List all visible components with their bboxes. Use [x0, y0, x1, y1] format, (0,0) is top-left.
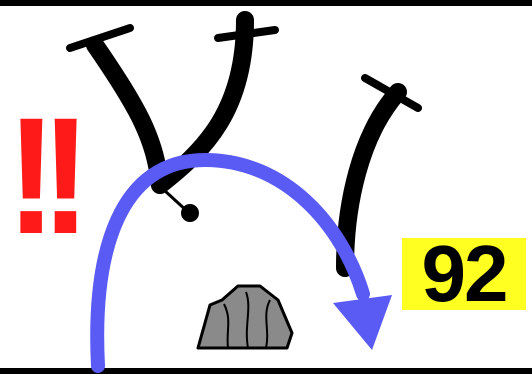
branching-path-icon — [66, 11, 422, 277]
middle-branch-crossbar — [214, 26, 279, 42]
left-branch-crossbar — [66, 24, 134, 52]
left-branch — [86, 36, 169, 194]
rock-icon — [196, 284, 294, 350]
rock-crack-1 — [223, 303, 230, 349]
right-branch-crossbar — [361, 74, 422, 112]
rock-crack-2 — [245, 291, 250, 349]
rock-body — [196, 284, 294, 350]
trajectory-arrowhead — [333, 295, 392, 350]
pin-dot — [181, 204, 199, 222]
rock-crack-3 — [265, 299, 271, 349]
score-badge: 92 — [402, 234, 526, 314]
blue-arc-arrow-icon — [90, 152, 392, 373]
right-branch — [336, 83, 407, 277]
alert-text: !! — [6, 84, 91, 269]
middle-branch — [151, 11, 254, 194]
trajectory-arc — [90, 152, 370, 373]
